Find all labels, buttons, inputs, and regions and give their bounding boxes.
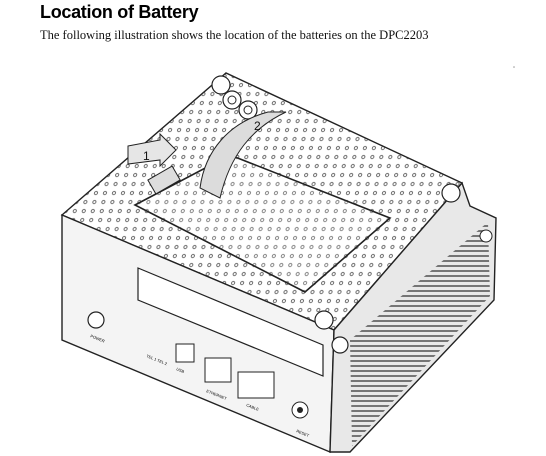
- callout-1-label: 1: [143, 149, 150, 163]
- port-label-power: POWER: [90, 333, 106, 343]
- callout-2-arrow: [199, 111, 287, 199]
- callout-2-label: 2: [254, 119, 261, 133]
- port-label-usb: USB: [176, 366, 186, 374]
- port-label-cable: CABLE: [246, 402, 260, 412]
- page-title: Location of Battery: [40, 2, 199, 22]
- description-text: The following illustration shows the loc…: [40, 28, 429, 42]
- callout-1-arrow: [127, 132, 177, 168]
- port-label-reset: RESET: [296, 428, 311, 438]
